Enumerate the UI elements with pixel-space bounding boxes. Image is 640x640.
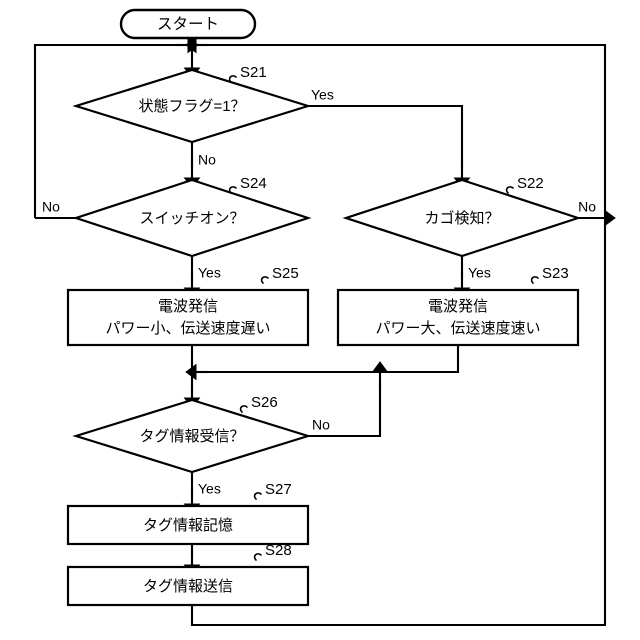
- edge-s22-yes-label: Yes: [468, 265, 491, 281]
- s27-process-shape: [66, 504, 310, 546]
- s21-label: 状態フラグ=1？: [138, 98, 245, 115]
- s28-step-label: S28: [265, 542, 292, 559]
- edge-s26-no-label: No: [312, 417, 330, 433]
- s25-label-line2: パワー小、伝送速度遅い: [105, 320, 270, 337]
- edge-loop-right-path: [201, 43, 607, 218]
- s25-step-label: S25: [272, 265, 299, 282]
- s25-step-leader: [260, 276, 269, 284]
- start-label: スタート: [157, 15, 219, 33]
- s28-step-leader: [253, 553, 262, 561]
- edge-s28-to-loop-right: [190, 218, 607, 627]
- s25-process-shape: [66, 288, 310, 347]
- s24-step-leader: [228, 186, 237, 194]
- s28-label: タグ情報送信: [143, 578, 233, 595]
- s23-step-label: S23: [542, 265, 569, 282]
- s27-step-leader: [253, 492, 262, 500]
- s27-label: タグ情報記憶: [143, 517, 233, 534]
- s26-label: タグ情報受信？: [139, 428, 244, 445]
- edge-s21-no-label: No: [198, 152, 216, 168]
- edge-s21-yes-label: Yes: [311, 87, 334, 103]
- edge-s24-no-label: No: [42, 199, 60, 215]
- edge-s24-yes-label: Yes: [198, 265, 221, 281]
- node-s26: タグ情報受信？: [72, 398, 312, 474]
- edge-loop-left-path: [33, 43, 183, 218]
- edge-s26-no-path: [308, 382, 382, 438]
- s22-label: カゴ検知？: [424, 209, 499, 227]
- s27-step-label: S27: [265, 481, 292, 498]
- node-s21: 状態フラグ=1？: [72, 68, 312, 144]
- s24-step-label: S24: [240, 175, 267, 192]
- s26-step-label: S26: [251, 394, 278, 411]
- edge-s26-yes-label: Yes: [198, 481, 221, 497]
- s23-step-leader: [530, 276, 539, 284]
- edge-s23-to-merge: [201, 345, 460, 374]
- node-s22: カゴ検知？: [342, 178, 582, 258]
- node-s25: 電波発信 パワー小、伝送速度遅い: [66, 288, 310, 347]
- s25-label-line1: 電波発信: [158, 298, 218, 315]
- node-start: スタート: [119, 8, 257, 40]
- s23-label-line2: パワー大、伝送速度速い: [375, 320, 540, 337]
- s23-process-shape: [336, 288, 580, 347]
- node-s24: スイッチオン？: [72, 178, 312, 258]
- node-s23: 電波発信 パワー大、伝送速度速い: [336, 288, 580, 347]
- node-s28: タグ情報送信: [66, 565, 310, 607]
- s22-step-leader: [505, 186, 514, 194]
- s26-step-leader: [239, 405, 248, 413]
- s28-process-shape: [66, 565, 310, 607]
- edge-s21-yes-path: [308, 104, 464, 168]
- s24-label: スイッチオン？: [139, 210, 244, 227]
- edge-s22-no-label: No: [578, 199, 596, 215]
- node-s27: タグ情報記憶: [66, 504, 310, 546]
- s21-step-leader: [228, 75, 237, 83]
- s21-step-label: S21: [240, 64, 267, 81]
- s22-step-label: S22: [517, 175, 544, 192]
- s23-label-line1: 電波発信: [428, 298, 488, 315]
